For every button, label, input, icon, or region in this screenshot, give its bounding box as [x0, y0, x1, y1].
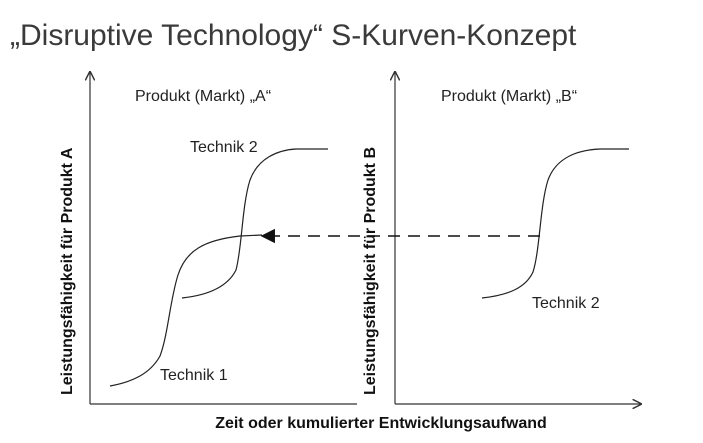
panel-a-y-axis-label: Leistungsfähigkeit für Produkt A — [59, 147, 76, 395]
panel-a-technik-2-label: Technik 2 — [190, 139, 258, 156]
panel-a-technik-2-curve — [181, 148, 328, 299]
panel-b-title: Produkt (Markt) „B“ — [441, 88, 577, 105]
panel-a-technik-1-curve — [109, 234, 263, 387]
panel-a-title: Produkt (Markt) „A“ — [135, 88, 271, 105]
diagram-title: „Disruptive Technology“ S-Kurven-Konzept — [10, 19, 577, 52]
x-axis-label: Zeit oder kumulierter Entwicklungsaufwan… — [215, 415, 547, 432]
panel-b-technik-2-curve — [481, 148, 629, 299]
panel-a-technik-1-label: Technik 1 — [160, 367, 228, 384]
panel-b-technik-2-label: Technik 2 — [532, 295, 600, 312]
panel-b-y-axis-label: Leistungsfähigkeit für Produkt B — [362, 147, 379, 395]
